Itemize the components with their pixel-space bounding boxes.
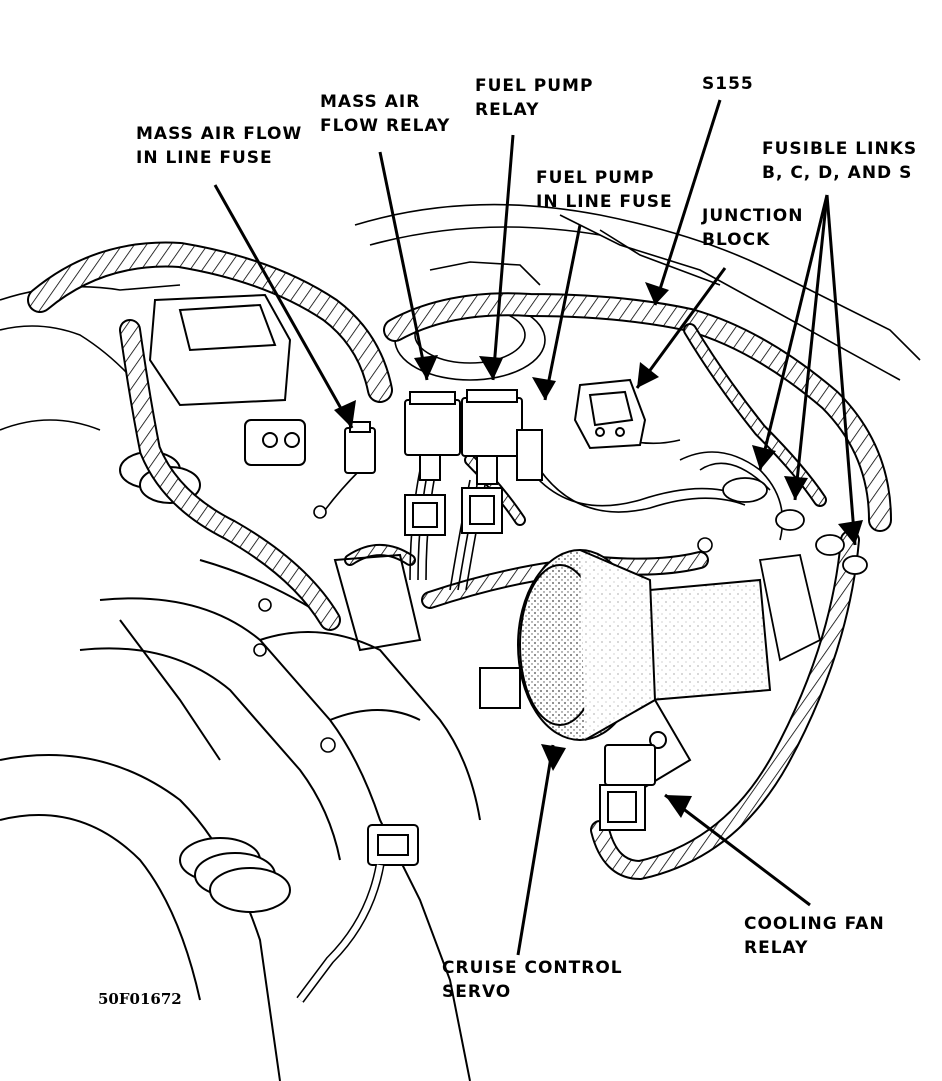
label-cooling-fan-relay: COOLING FAN RELAY [744,914,885,958]
arrowheads [334,282,863,818]
label-fusible-links: FUSIBLE LINKS B, C, D, AND S [762,139,918,183]
label-mass-air-flow-in-line-fuse: MASS AIR FLOW IN LINE FUSE [136,124,303,168]
label-cruise-control-servo: CRUISE CONTROL SERVO [442,958,623,1002]
label-fuel-pump-relay: FUEL PUMP RELAY [475,76,594,120]
label-fuel-pump-in-line-fuse: FUEL PUMP IN LINE FUSE [536,168,673,212]
cooling-fan-relay [599,744,656,831]
intake-duct [0,559,481,1081]
mass-air-flow-sensor [148,293,306,466]
wire-harness-main [27,241,892,881]
label-s155: S155 [702,74,754,94]
label-mass-air-flow-relay: MASS AIR FLOW RELAY [320,92,451,136]
figure-code: 50F01672 [98,990,182,1008]
cruise-control-servo [517,549,772,791]
junction-block [573,378,647,450]
leader-lines [213,99,857,956]
bolts [253,505,713,753]
mounting-bracket [333,553,521,709]
label-junction-block: JUNCTION BLOCK [702,206,804,250]
fusible-links-area [722,477,868,662]
mass-air-flow-connector [296,824,419,1003]
relay-cluster [344,389,543,536]
